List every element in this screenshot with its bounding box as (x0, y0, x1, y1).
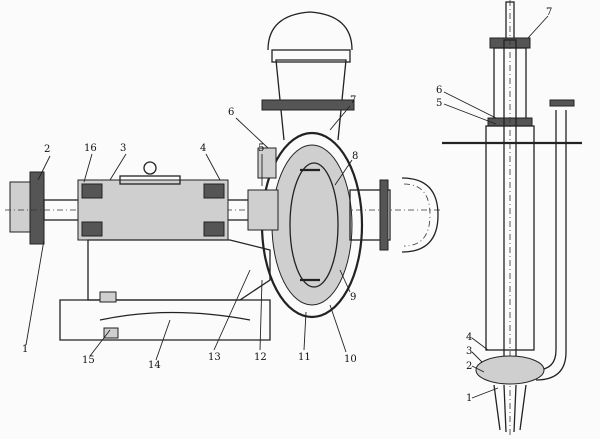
base-plate (59, 299, 271, 341)
coupling-flange (9, 181, 33, 233)
label-5: 5 (258, 143, 264, 154)
discharge-elbow (267, 11, 353, 51)
label-r5: 5 (436, 98, 442, 109)
label-6: 6 (228, 107, 234, 118)
label-1: 1 (22, 344, 28, 355)
label-r2: 2 (466, 361, 472, 372)
suction-elbow (401, 177, 439, 253)
label-3: 3 (120, 143, 126, 154)
suction-elbow-inner (403, 183, 431, 247)
label-8: 8 (352, 151, 358, 162)
pump-casing (475, 355, 545, 385)
label-r1: 1 (466, 393, 472, 404)
foot-bolt (99, 291, 117, 303)
bearing-rear-top (203, 183, 225, 199)
leader-lines-right (443, 15, 549, 399)
label-7: 7 (350, 95, 356, 106)
suction-strainer (493, 384, 527, 433)
label-9: 9 (350, 292, 356, 303)
bearing-rear-bottom (203, 221, 225, 237)
label-r6: 6 (436, 85, 442, 96)
stuffing-box (247, 189, 279, 231)
coupling-hub (29, 171, 45, 245)
leader-lines (25, 105, 353, 361)
label-12: 12 (254, 352, 267, 363)
housing-cap (119, 175, 181, 185)
discharge-flange-top (549, 99, 575, 107)
label-4: 4 (200, 143, 206, 154)
base-rib (99, 311, 251, 321)
impeller-vanes (300, 168, 320, 282)
label-r4: 4 (466, 332, 472, 343)
label-r7: 7 (546, 7, 552, 18)
label-14: 14 (148, 360, 161, 371)
label-11: 11 (298, 352, 311, 363)
impeller (289, 162, 339, 288)
expeller-ring (257, 147, 277, 179)
label-16: 16 (84, 143, 97, 154)
discharge-pipe-outer (535, 110, 567, 381)
vertical-pump-section: 1 2 3 4 5 6 7 (436, 0, 582, 435)
label-2: 2 (44, 144, 50, 155)
label-13: 13 (208, 352, 221, 363)
suction-nozzle (349, 189, 391, 241)
discharge-flange (271, 49, 351, 63)
lifting-eye (143, 161, 157, 175)
bearing-housing (77, 179, 229, 241)
adjusting-bolt (103, 327, 119, 339)
bearing-front-top (81, 183, 103, 199)
label-r3: 3 (466, 346, 472, 357)
discharge-clamp (261, 99, 355, 111)
label-15: 15 (82, 355, 95, 366)
bearing-front-bottom (81, 221, 103, 237)
suction-flange (379, 179, 389, 251)
label-10: 10 (344, 354, 357, 365)
horizontal-pump-section: 1 2 3 4 5 6 7 8 9 10 11 12 13 14 15 16 (5, 11, 440, 371)
